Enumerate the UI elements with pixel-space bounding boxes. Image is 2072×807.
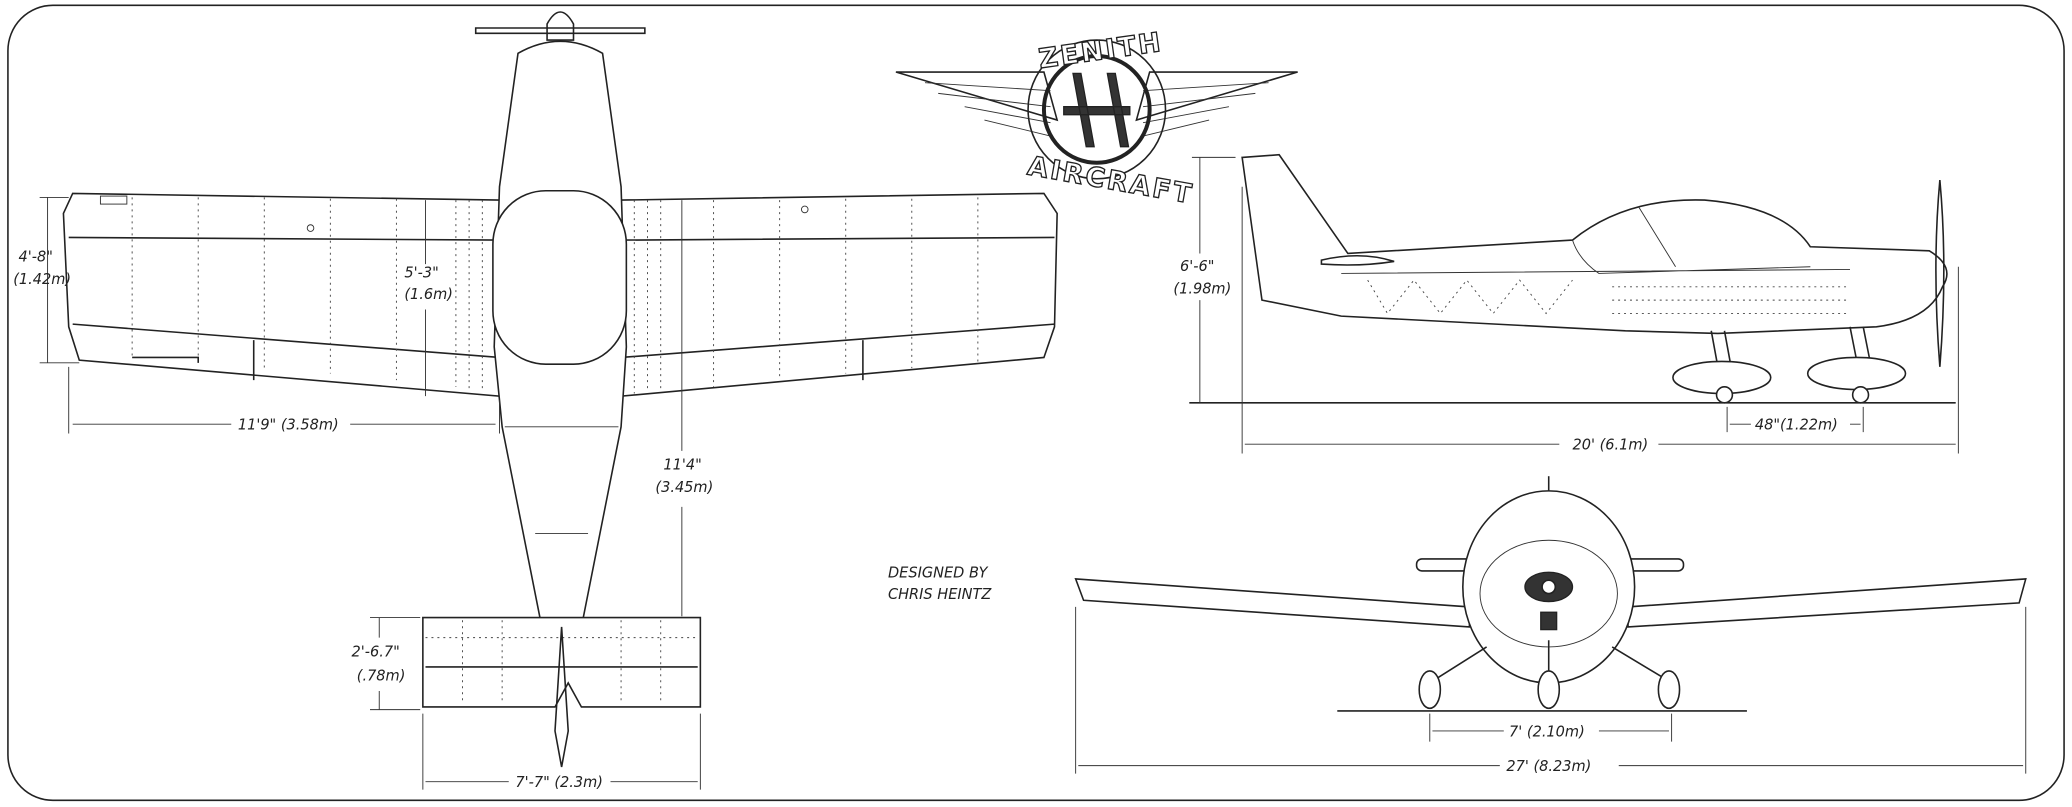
- length-dimension: 20' (6.1m): [1573, 436, 1649, 453]
- logo-top-text: ZENITH: [1037, 27, 1165, 75]
- propeller: [474, 11, 646, 41]
- stab-span-dimension: 7'-7" (2.3m): [515, 774, 603, 791]
- designed-by-label: DESIGNED BY: [888, 565, 989, 582]
- drawing-border: [7, 4, 2065, 802]
- horizontal-stabilizer: [422, 616, 702, 708]
- stab-chord-imperial: 2'-6.7": [352, 643, 400, 660]
- height-imperial: 6'-6": [1180, 258, 1214, 275]
- stab-chord-metric: (.78m): [357, 667, 406, 684]
- root-chord-metric: (1.6m): [404, 286, 453, 303]
- front-view: 7' (2.10m) 27' (8.23m): [1074, 476, 2027, 775]
- root-chord-imperial: 5'-3": [404, 264, 438, 281]
- half-span-dimension: 11'9" (3.58m): [238, 416, 339, 433]
- fuselage-side: [1241, 153, 1948, 335]
- side-view: 6'-6" (1.98m) 48"(1.22m) 20' (6.1m): [1173, 153, 1959, 454]
- left-wing-front: [1074, 578, 1471, 628]
- wing-chord-imperial: 4'-8": [19, 248, 53, 265]
- right-wing: [620, 192, 1058, 398]
- zenith-aircraft-logo: ZENITH AIRCRAFT: [895, 26, 1298, 211]
- track-dimension: 7' (2.10m): [1509, 723, 1585, 740]
- top-view: 4'-8" (1.42m) 5'-3" (1.6m) 11'9" (3.58m)…: [13, 11, 1058, 791]
- span-dimension: 27' (8.23m): [1506, 758, 1591, 775]
- right-wing-front: [1627, 578, 2027, 628]
- canopy-top: [492, 189, 628, 365]
- height-metric: (1.98m): [1173, 280, 1231, 297]
- nose-wheel-fairing: [1806, 356, 1907, 391]
- wing-chord-metric: (1.42m): [13, 271, 71, 288]
- designer-name: CHRIS HEINTZ: [888, 586, 992, 603]
- wheelbase-dimension: 48"(1.22m): [1755, 416, 1838, 433]
- wing-to-tail-metric: (3.45m): [655, 479, 713, 496]
- wing-to-tail-imperial: 11'4": [663, 456, 701, 473]
